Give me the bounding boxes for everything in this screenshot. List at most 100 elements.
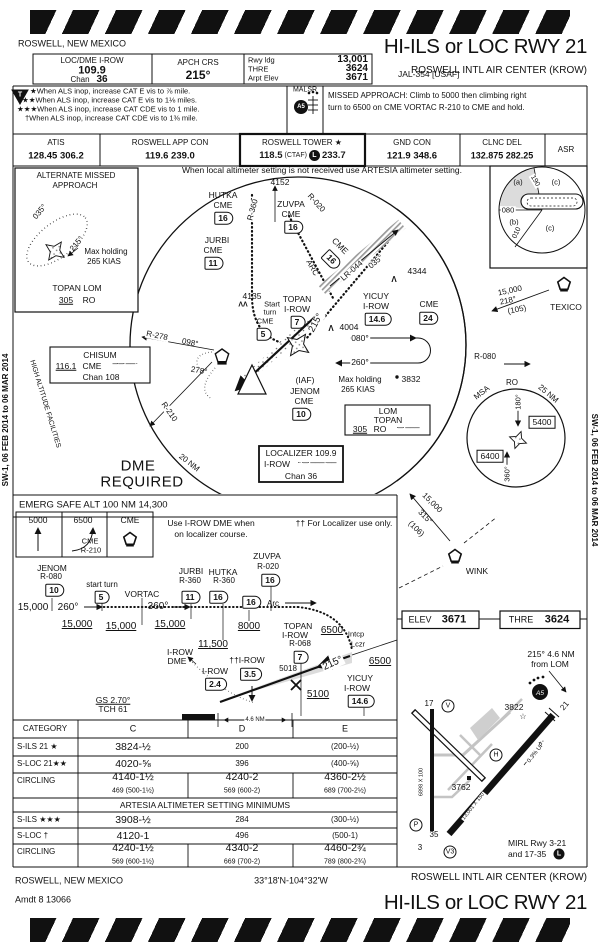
min-val-c: 4240-1½	[112, 841, 154, 854]
inset-c1: (c)	[551, 177, 561, 187]
procedure-title: HI-ILS or LOC RWY 21	[383, 34, 588, 58]
p-tch: TCH 61	[98, 703, 128, 714]
dme-note1: Use I-ROW DME when	[167, 517, 255, 528]
ma-alt2: 6500	[73, 514, 93, 525]
loc-box-l2: I-ROW	[264, 458, 290, 469]
min-val-d: 496	[235, 831, 249, 840]
fix-jenom-dme: 10	[292, 407, 312, 421]
texico-name: TEXICO	[550, 301, 582, 312]
als-note-line: ★★When ALS inop, increase CAT E vis to 1…	[22, 95, 197, 105]
alt-missed-title2: APPROACH	[52, 181, 98, 190]
mirl-neg-l-icon: L	[553, 848, 565, 860]
sk-lom1: 215° 4.6 NM	[527, 648, 575, 659]
profile-fix-lines	[51, 586, 365, 716]
lom-box	[344, 404, 431, 436]
ne-feather	[318, 219, 406, 295]
p-irowdme2: DME	[167, 655, 187, 666]
footer-coordinates: 33°18'N-104°32'W	[254, 875, 328, 886]
lom-course-arrow	[548, 670, 567, 693]
sk-h-circle: H	[489, 748, 503, 762]
mirl-note-line2: and 17-35	[508, 848, 547, 859]
apch-crs-value: 215°	[185, 68, 211, 82]
rwy-ldg-label: Rwy ldg	[248, 55, 275, 65]
thre-value: 3624	[345, 63, 368, 74]
p-jurbi: JURBI	[178, 565, 204, 576]
p-irow24: I-ROW	[202, 665, 228, 676]
emerg-safe-alt: EMERG SAFE ALT 100 NM 14,300	[19, 499, 168, 511]
p-topan-dme: 7	[293, 650, 309, 664]
msa-180: 180°	[513, 393, 523, 411]
malsr-a5-icon: A5	[294, 100, 308, 114]
hold-260: 260°	[350, 356, 370, 367]
missed-approach-line2: turn to 6500 on CME VORTAC R-210 to CME …	[328, 103, 525, 112]
appcon-value: 119.6 239.0	[145, 150, 195, 162]
lom-freq: 305	[352, 423, 368, 434]
missed-approach-line1: MISSED APPROACH: Climb to 5000 then clim…	[328, 91, 527, 100]
start-turn-cme: CME	[256, 316, 274, 326]
minimums-grid	[13, 720, 397, 867]
min-band: ARTESIA ALTIMETER SETTING MINIMUMS	[119, 799, 291, 810]
min-sub-c: 469 (500-1½)	[111, 787, 155, 795]
min-sub-d: 569 (600-2)	[223, 787, 261, 795]
a5-lighting-icon	[532, 684, 548, 700]
sk-3822: 3822	[504, 701, 524, 712]
min-val-e: (400-⅝)	[330, 759, 360, 768]
p-15000d: 15,000	[154, 619, 186, 630]
apch-crs-label: APCH CRS	[177, 58, 219, 67]
a5-icon-text: A5	[535, 690, 544, 697]
p-15000b: 15,000	[61, 619, 93, 630]
wink-name: WINK	[465, 565, 489, 576]
lom-box-l1: LOM	[378, 405, 398, 416]
tower-label: ROSWELL TOWER ★	[262, 138, 342, 147]
lom-box-l2: TOPAN	[373, 414, 403, 425]
p-topan-irow: I-ROW	[282, 629, 308, 640]
fix-jenom: JENOM	[290, 385, 320, 396]
p-arc: Arc	[267, 599, 279, 608]
fix-zuvpa: ZUVPA	[277, 198, 305, 209]
footer-amdt: Amdt 8 13066	[15, 894, 72, 905]
p-yicuy-dme: 14.6	[347, 694, 375, 708]
clnc-value: 132.875 282.25	[470, 150, 534, 161]
sk-v-circle: V	[441, 699, 455, 713]
obst-3832: 3832	[401, 373, 421, 384]
msa-circle	[466, 388, 566, 488]
footer-city: ROSWELL, NEW MEXICO	[15, 875, 124, 886]
chisum-name: CHISUM	[83, 349, 117, 360]
tower-freq1: 118.5	[259, 150, 283, 161]
ma-alt1: 5000	[28, 514, 48, 525]
p-intcp1: Intcp	[347, 629, 365, 639]
top-border-stripes	[30, 10, 570, 34]
alt-lom-freq: 305	[58, 294, 74, 305]
inset-b: (b)	[509, 217, 519, 227]
fix-cme24-dme: 24	[419, 311, 439, 325]
inset-080: 080	[500, 205, 516, 215]
sk-rwy17: 17	[424, 699, 434, 708]
p-topan: TOPAN	[283, 620, 313, 631]
als-note-line: ★★★When ALS inop, increase CAT CDE vis t…	[17, 104, 200, 114]
thre-label: THRE	[248, 64, 269, 74]
loc-box-l1: LOCALIZER 109.9	[265, 447, 337, 458]
sk-elev-label: ELEV	[408, 614, 432, 625]
obst-4004: 4004	[339, 321, 359, 332]
min-val-e: 4460-2¾	[324, 841, 366, 854]
localizer-box	[258, 445, 344, 483]
dme-required2: REQUIRED	[100, 473, 184, 491]
fix-yicuy-dme: 14.6	[364, 312, 392, 326]
p-360: 360°	[147, 601, 169, 612]
min-sub-c: 569 (600-1½)	[111, 858, 155, 866]
sk-3762: 3762	[451, 781, 471, 792]
min-col-e: E	[341, 723, 349, 734]
cme-vortac-star	[286, 333, 310, 357]
fix-topan-dme: 7	[290, 315, 306, 329]
obstacle-square	[467, 776, 471, 780]
ctaf-label: (CTAF)	[284, 152, 307, 159]
p-6500a: 6500	[320, 625, 344, 636]
malsr-label: MALSR	[292, 86, 318, 94]
max-hold2: 265 KIAS	[341, 385, 375, 394]
min-sub-e: 689 (700-2½)	[323, 787, 367, 795]
p-jenom-dme: 10	[45, 583, 65, 597]
min-val-d: 284	[235, 815, 249, 824]
min-val-c: 4120-1	[116, 829, 150, 842]
